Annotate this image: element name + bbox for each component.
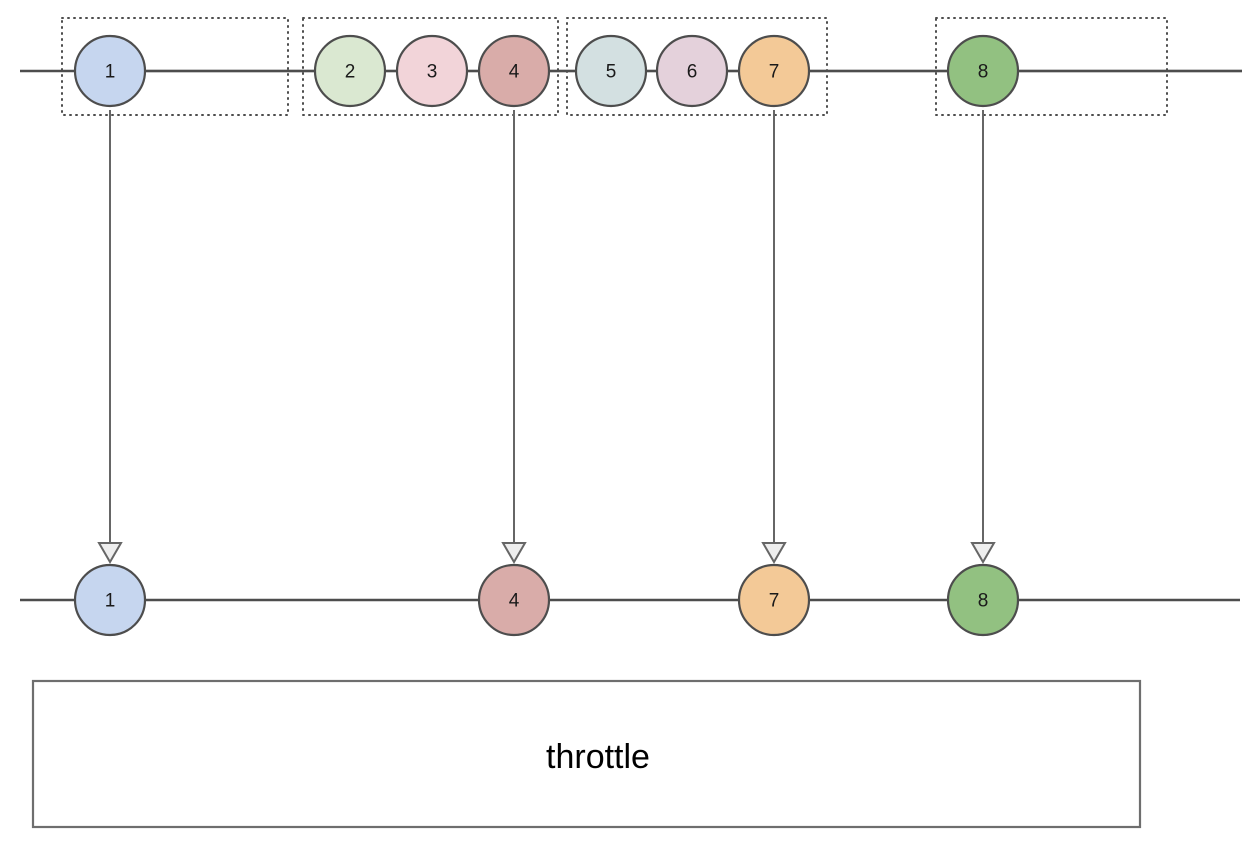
marble-circle[interactable] [574,34,648,108]
emission-7 [761,110,787,564]
emission-1 [97,110,123,564]
emission-arrows [97,110,996,564]
source-marble-item: 5 [574,34,648,108]
marble-circle[interactable] [313,34,387,108]
result-marble-item: 1 [73,563,147,637]
source-marble-item: 7 [737,34,811,108]
result-marble-item: 7 [737,563,811,637]
source-window-boxes [61,17,1168,116]
source-window-box [935,17,1168,116]
operator-box: throttle [31,679,1142,829]
emission-arrow-head [970,542,996,564]
marble-circle[interactable] [477,34,551,108]
emission-8 [970,110,996,564]
marble-circle[interactable] [737,34,811,108]
source-marble-item: 3 [395,34,469,108]
marble-circle[interactable] [737,563,811,637]
result-marble-item: 4 [477,563,551,637]
emission-arrow-head [501,542,527,564]
source-marble-item: 1 [73,34,147,108]
source-window-box [566,17,828,116]
marble-circle[interactable] [73,563,147,637]
source-marble-item: 2 [313,34,387,108]
operator-box-label: throttle [546,738,650,776]
marble-circle[interactable] [477,563,551,637]
marble-circle[interactable] [946,34,1020,108]
emission-arrow-head [97,542,123,564]
marble-circle[interactable] [946,563,1020,637]
source-marble-item: 8 [946,34,1020,108]
source-window-box [61,17,289,116]
source-window-box [302,17,559,116]
source-marble-item: 6 [655,34,729,108]
marble-circle[interactable] [395,34,469,108]
emission-4 [501,110,527,564]
marble-circle[interactable] [655,34,729,108]
operator-box-rect[interactable] [31,679,1142,829]
result-marble-item: 8 [946,563,1020,637]
marble-circle[interactable] [73,34,147,108]
emission-arrow-head [761,542,787,564]
source-marble-item: 4 [477,34,551,108]
